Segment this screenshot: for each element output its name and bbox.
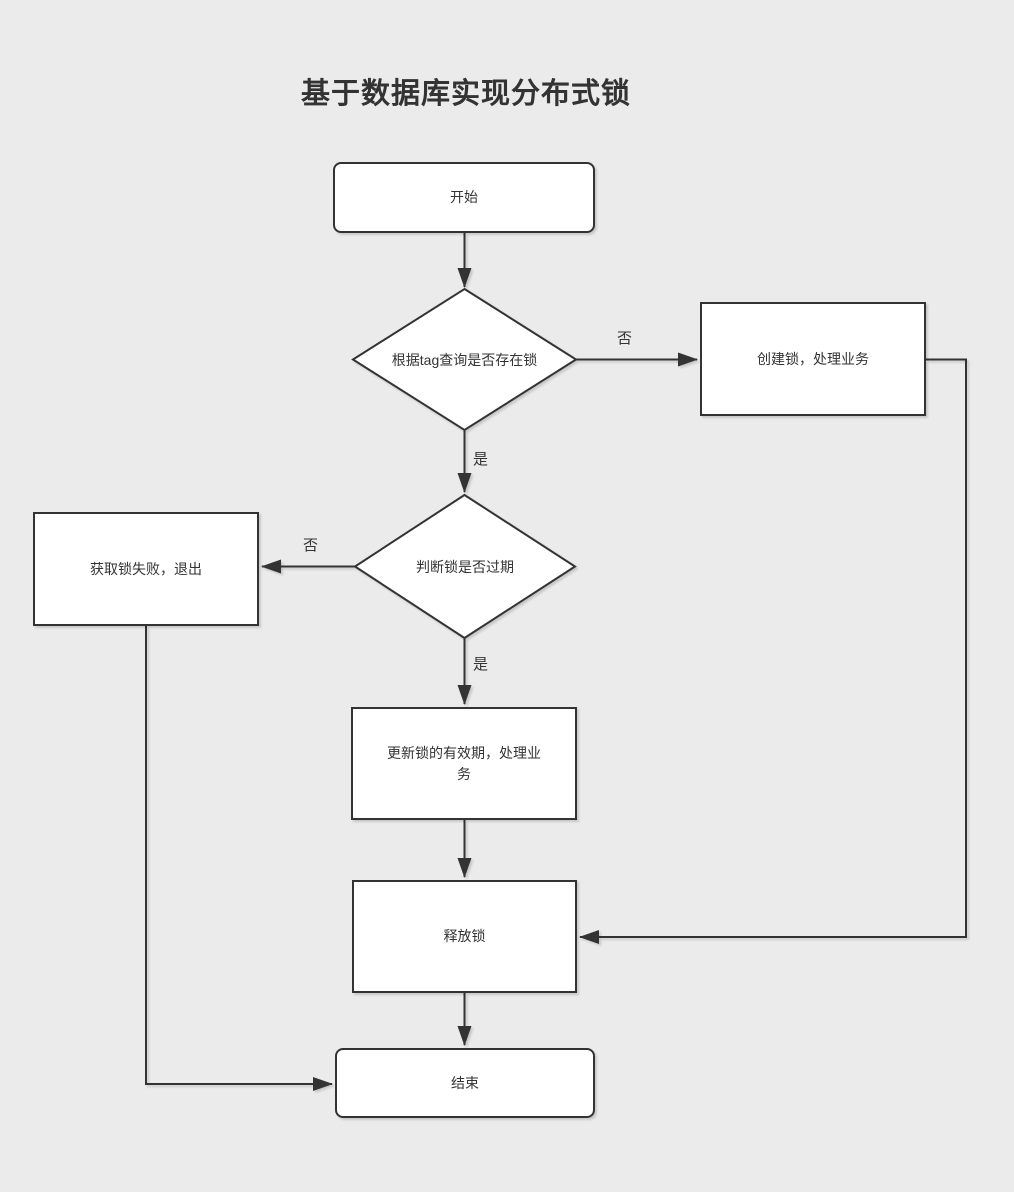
node-create-lock: 创建锁，处理业务: [700, 302, 926, 416]
edge-label-check-exists-yes: 是: [473, 451, 489, 468]
node-release-lock: 释放锁: [352, 880, 577, 993]
node-check-exists-label: 根据tag查询是否存在锁: [391, 351, 538, 368]
node-release-lock-label: 释放锁: [443, 928, 486, 944]
node-update-lock: 更新锁的有效期，处理业务: [351, 707, 577, 820]
edge-create-lock-to-release-lock: [579, 358, 967, 944]
node-end-label: 结束: [451, 1074, 479, 1091]
diagram-title: 基于数据库实现分布式锁: [300, 78, 631, 110]
node-acquire-fail-label: 获取锁失败，退出: [90, 560, 202, 577]
node-check-exists: 根据tag查询是否存在锁: [353, 289, 576, 430]
node-check-expired-label: 判断锁是否过期: [416, 558, 514, 575]
edge-label-check-expired-yes: 是: [473, 656, 489, 673]
node-check-expired: 判断锁是否过期: [355, 495, 575, 638]
node-acquire-fail: 获取锁失败，退出: [33, 512, 259, 626]
node-end: 结束: [335, 1048, 595, 1118]
node-update-lock-label: 更新锁的有效期，处理业务: [387, 744, 541, 782]
node-start: 开始: [333, 162, 595, 233]
edge-label-check-expired-no: 否: [303, 537, 319, 554]
edge-label-check-exists-no: 否: [617, 330, 633, 347]
node-start-label: 开始: [450, 189, 478, 205]
node-create-lock-label: 创建锁，处理业务: [757, 350, 869, 367]
edge-acquire-fail-to-end: [145, 626, 333, 1091]
decision-check-exists-shape: [351, 287, 578, 432]
decision-check-expired-shape: [353, 493, 577, 640]
